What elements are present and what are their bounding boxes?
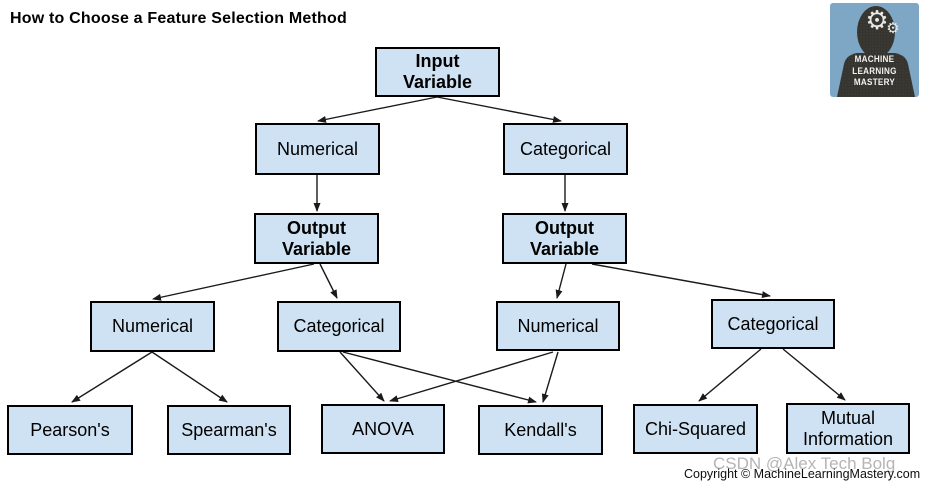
edge-numerical-output-right--kendalls	[541, 351, 559, 403]
node-label: Categorical	[293, 316, 385, 337]
edge-output-variable-right--categorical-output-right	[591, 263, 771, 299]
node-label: Numerical	[111, 316, 194, 337]
logo-line: MASTERY	[853, 77, 896, 88]
watermark: CSDN @Alex Tech Bolg	[713, 454, 896, 473]
logo-text: MACHINE LEARNING MASTERY	[834, 54, 914, 89]
gear-icon: ⚙	[865, 6, 888, 36]
node-label: Pearson's	[30, 419, 110, 440]
mlm-logo: ⚙ ⚙ MACHINE LEARNING MASTERY	[830, 3, 919, 97]
edge-numerical-output-right--anova	[389, 351, 554, 403]
node-pearsons: Pearson's	[7, 405, 133, 455]
node-chi-squared: Chi-Squared	[633, 404, 758, 454]
node-label: Input	[415, 51, 460, 72]
page-title: How to Choose a Feature Selection Method	[10, 10, 347, 27]
edge-input-variable--categorical-input-right	[436, 96, 562, 123]
node-anova: ANOVA	[321, 404, 445, 454]
logo-line: LEARNING	[852, 65, 897, 76]
copyright: Copyright © MachineLearningMastery.com	[684, 467, 921, 481]
edge-categorical-output-left--kendalls	[342, 351, 537, 404]
node-numerical-output-right: Numerical	[496, 301, 620, 351]
node-label: Numerical	[517, 315, 599, 336]
logo-line: MACHINE	[854, 54, 895, 64]
node-label: Categorical	[519, 138, 612, 159]
node-label: Variable	[529, 238, 600, 259]
node-label: Kendall's	[504, 419, 577, 440]
gear-small-icon: ⚙	[886, 19, 899, 37]
node-label: Variable	[402, 72, 473, 92]
node-label: Spearman's	[181, 419, 277, 440]
node-kendalls: Kendall's	[478, 405, 603, 455]
edge-output-variable-left--categorical-output-left	[319, 263, 338, 299]
edge-numerical-output-left--spearmans	[151, 351, 228, 403]
edge-output-variable-right--numerical-output-right	[555, 263, 567, 299]
edge-input-variable--numerical-input-left	[317, 96, 438, 123]
node-label: Categorical	[727, 313, 819, 334]
node-label: Output	[287, 217, 346, 238]
node-label: Chi-Squared	[644, 418, 747, 439]
edge-categorical-output-right--mutual-information	[782, 348, 846, 401]
node-categorical-output-left: Categorical	[277, 301, 401, 352]
node-numerical-input-left: Numerical	[255, 123, 380, 175]
node-label: Numerical	[276, 138, 359, 159]
node-label: ANOVA	[352, 418, 414, 439]
node-spearmans: Spearman's	[167, 405, 291, 455]
node-numerical-output-left: Numerical	[90, 301, 215, 352]
edge-categorical-output-right--chi-squared	[698, 348, 762, 402]
node-categorical-input-right: Categorical	[503, 123, 628, 175]
edge-output-variable-left--numerical-output-left	[152, 263, 315, 301]
node-label: Output	[535, 217, 594, 238]
node-categorical-output-right: Categorical	[711, 299, 835, 349]
node-label: Information	[802, 428, 894, 449]
node-label: Variable	[281, 238, 352, 259]
person-silhouette-icon: ⚙ ⚙	[830, 3, 919, 97]
edge-numerical-output-left--pearsons	[71, 351, 153, 403]
edge-categorical-output-left--anova	[339, 351, 385, 402]
node-label: Mutual	[820, 407, 876, 428]
